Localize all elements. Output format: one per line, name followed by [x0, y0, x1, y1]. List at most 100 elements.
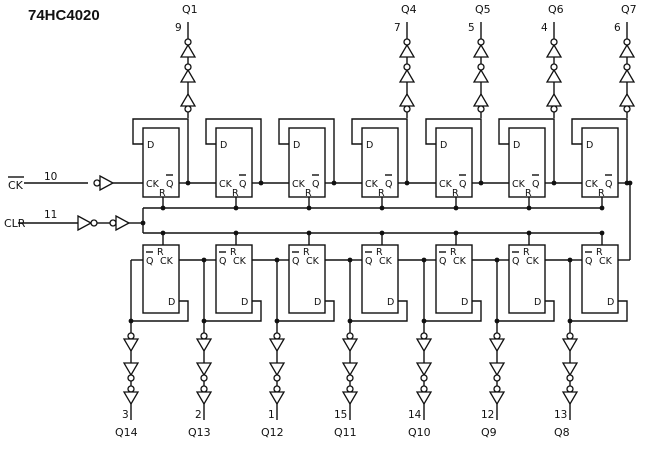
buffer-icon [415, 391, 433, 406]
qbar-pin-label: Q [166, 179, 173, 190]
ck-pin-label: CK [599, 256, 613, 267]
feedback-wire [571, 118, 628, 183]
junction-dot [274, 318, 280, 324]
clear-input: CLR 11 [4, 209, 57, 230]
r-pin-label: R [525, 188, 532, 199]
pin-number: 14 [408, 409, 422, 421]
flip-flop-body [142, 127, 180, 198]
ck-pin-label: CK [160, 256, 174, 267]
inverter-bubble [184, 105, 192, 113]
ck-pin-label: CK [146, 179, 160, 190]
inverter-bubble [200, 374, 208, 382]
junction-dot [140, 220, 146, 226]
junction-dot [421, 318, 427, 324]
output-buffer-chain [488, 332, 506, 406]
inverter-bubble [273, 374, 281, 382]
feedback-wire [498, 118, 555, 183]
r-pin-label: R [159, 188, 166, 199]
buffer-icon [618, 68, 636, 83]
buffer-icon [561, 338, 579, 353]
feedback-wire [131, 300, 189, 322]
output-label-q4: Q4 [401, 3, 417, 16]
qbar-pin-label: Q [512, 256, 519, 267]
r-pin-label: R [376, 247, 383, 258]
pin-number: 9 [175, 22, 182, 34]
buffer-icon [122, 391, 140, 406]
feedback-wire [497, 300, 555, 322]
buffer-icon [341, 338, 359, 353]
buffer-icon [195, 391, 213, 406]
buffer-icon [618, 92, 636, 107]
feedback-wire [205, 118, 262, 183]
inverter-bubble [403, 105, 411, 113]
output-buffer-chain [561, 332, 579, 406]
r-pin-label: R [157, 247, 164, 258]
d-pin-label: D [168, 297, 175, 308]
inverter-bubble [550, 105, 558, 113]
flip-flop-body [142, 244, 180, 314]
output-buffer-chain [268, 332, 286, 406]
buffer-icon [398, 43, 416, 58]
inverter-bubble [566, 332, 574, 340]
flip-flop-body [361, 127, 399, 198]
output-buffer-chain [341, 332, 359, 406]
qbar-pin-label: Q [459, 179, 466, 190]
buffer-icon [415, 362, 433, 377]
flip-flop-body [581, 127, 619, 198]
qbar-pin-label: Q [292, 256, 299, 267]
flip-flop-body [435, 127, 473, 198]
flip-flop-body [435, 244, 473, 314]
buffer-icon [415, 338, 433, 353]
qbar-pin-label: Q [605, 179, 612, 190]
feedback-wire [424, 300, 482, 322]
qbar-pin-label: Q [585, 256, 592, 267]
junction-dot [201, 257, 207, 263]
flip-flop-body [215, 244, 253, 314]
output-label-q1: Q1 [182, 3, 198, 16]
pin-number: 15 [334, 409, 347, 421]
inverter-bubble [623, 38, 631, 46]
qbar-pin-label: Q [146, 256, 153, 267]
inverter-bubble [420, 332, 428, 340]
buffer-icon [122, 362, 140, 377]
d-pin-label: D [607, 297, 614, 308]
output-label-q11: Q11 [334, 426, 357, 439]
d-pin-label: D [513, 140, 520, 151]
inverter-bubble [420, 374, 428, 382]
flip-flop-body [288, 244, 326, 314]
junction-dot [421, 257, 427, 263]
r-pin-label: R [378, 188, 385, 199]
inverter-bubble [184, 38, 192, 46]
output-buffer-chain [618, 38, 636, 113]
junction-dot [567, 318, 573, 324]
flip-flop-body [508, 127, 546, 198]
junction-dot [274, 257, 280, 263]
inverter-bubble [623, 63, 631, 71]
r-pin-label: R [303, 247, 310, 258]
d-pin-label: D [147, 140, 154, 151]
buffer-icon [122, 338, 140, 353]
d-pin-label: D [440, 140, 447, 151]
output-label-q8: Q8 [554, 426, 570, 439]
output-buffer-chain [195, 332, 213, 406]
flip-flop-bottom-14: Q CKR D [142, 244, 180, 314]
inverter-bubble [477, 105, 485, 113]
r-pin-label: R [596, 247, 603, 258]
inverter-bubble [550, 63, 558, 71]
buffer-icon [488, 338, 506, 353]
inverter-bubble [566, 385, 574, 393]
qbar-pin-label: Q [439, 256, 446, 267]
output-labels: Q19Q47Q55Q64Q76Q143Q132Q121Q1115Q1014Q91… [115, 3, 637, 439]
d-pin-label: D [314, 297, 321, 308]
d-pin-label: D [387, 297, 394, 308]
qbar-pin-label: Q [239, 179, 246, 190]
buffer-icon [195, 362, 213, 377]
flip-flop-body [581, 244, 619, 314]
inverter-bubble [623, 105, 631, 113]
d-pin-label: D [241, 297, 248, 308]
buffer-icon [179, 92, 197, 107]
d-pin-label: D [366, 140, 373, 151]
